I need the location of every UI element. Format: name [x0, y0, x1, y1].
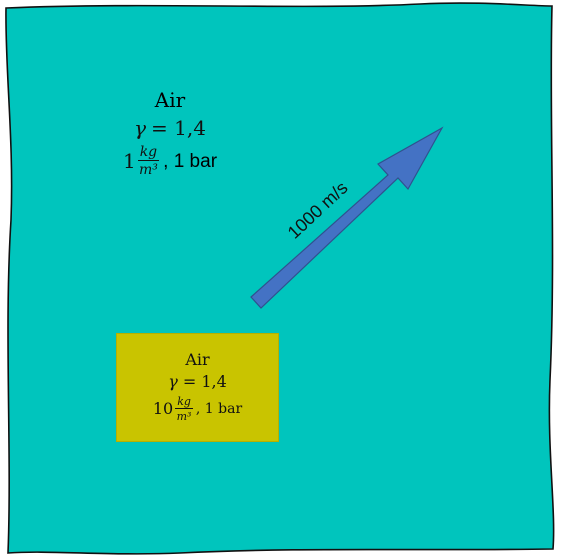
region-gamma: γ = 1,4 [117, 374, 278, 390]
region-density-value: 10 [152, 399, 174, 418]
ambient-unit-numerator: kg [137, 144, 160, 161]
ambient-unit-denominator: m³ [138, 162, 158, 178]
high-density-region: Air γ = 1,4 10 kg m³ , 1 bar [116, 333, 279, 442]
region-gamma-value: = 1,4 [182, 372, 227, 391]
ambient-density-unit: kg m³ [137, 144, 160, 178]
region-density-unit: kg m³ [175, 396, 193, 422]
ambient-gamma-symbol: γ [134, 116, 147, 140]
region-density-pressure: 10 kg m³ , 1 bar [117, 396, 278, 422]
ambient-pressure: , 1 bar [163, 150, 218, 172]
region-properties: Air γ = 1,4 10 kg m³ , 1 bar [117, 352, 278, 428]
region-gas-name: Air [185, 350, 210, 369]
region-gamma-symbol: γ [168, 372, 178, 391]
velocity-arrow [250, 126, 444, 309]
ambient-gas-name: Air [154, 88, 186, 112]
region-unit-denominator: m³ [176, 410, 192, 423]
ambient-density-pressure: 1 kg m³ , 1 bar [100, 145, 240, 177]
ambient-density-value: 1 [122, 149, 136, 173]
region-pressure: , 1 bar [195, 401, 243, 417]
region-unit-numerator: kg [175, 395, 193, 409]
ambient-gamma: γ = 1,4 [100, 118, 240, 139]
ambient-gamma-value: = 1,4 [151, 116, 206, 140]
ambient-properties: Air γ = 1,4 1 kg m³ , 1 bar [100, 90, 240, 185]
